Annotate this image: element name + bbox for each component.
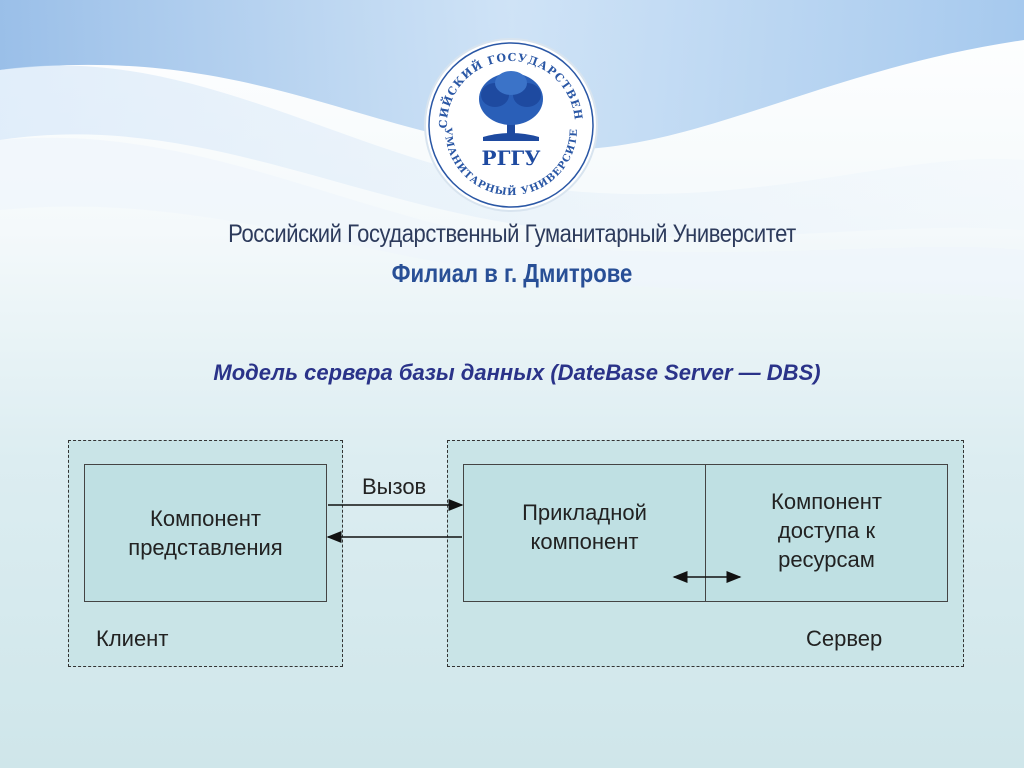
resource-access-component-label: Компонент доступа к ресурсам: [771, 489, 882, 572]
resource-access-component-box: Компонент доступа к ресурсам: [705, 464, 948, 602]
university-seal-tree-icon: РОССИЙСКИЙ ГОСУДАРСТВЕННЫЙ ГУМАНИТАРНЫЙ …: [416, 25, 598, 212]
call-label: Вызов: [362, 474, 427, 499]
presentation-component-label: Компонент представления: [128, 506, 283, 560]
oak-tree-icon: [479, 71, 543, 141]
application-component-label: Прикладной компонент: [522, 500, 647, 554]
slide-title: Модель сервера базы данных (DateBase Ser…: [213, 360, 821, 385]
university-seal: РОССИЙСКИЙ ГОСУДАРСТВЕННЫЙ ГУМАНИТАРНЫЙ …: [416, 25, 599, 213]
application-component-box: Прикладной компонент: [463, 464, 706, 602]
seal-monogram: РГГУ: [482, 146, 541, 170]
university-name: Российский Государственный Гуманитарный …: [228, 220, 796, 248]
server-label: Сервер: [806, 626, 883, 651]
presentation-component-box: Компонент представления: [84, 464, 327, 602]
client-label: Клиент: [96, 626, 169, 651]
branch-name: Филиал в г. Дмитрове: [391, 258, 633, 288]
